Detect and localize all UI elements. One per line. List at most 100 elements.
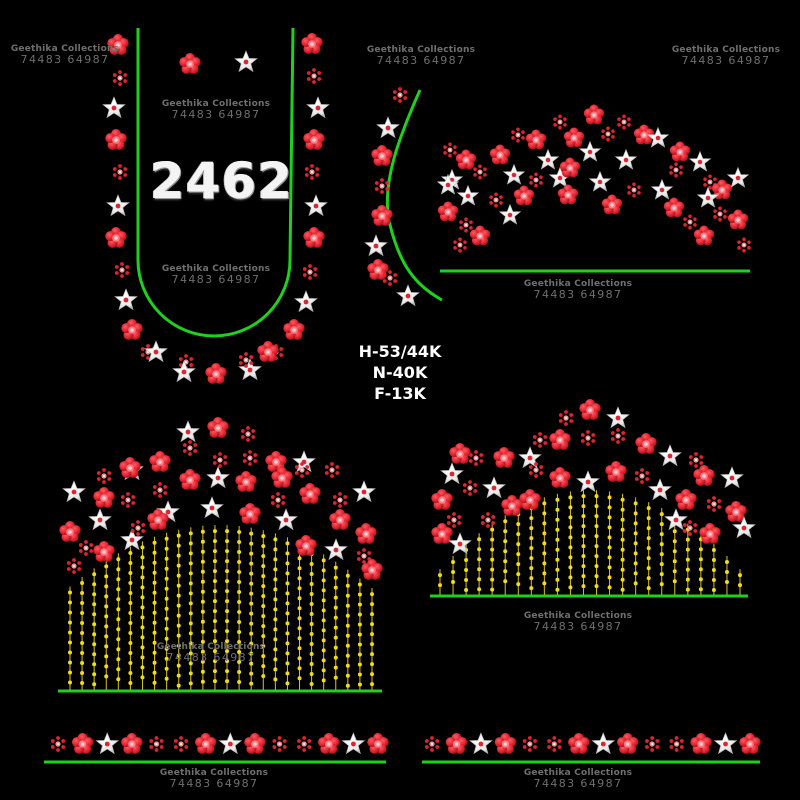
yellow-bead <box>261 554 266 559</box>
yellow-bead <box>646 546 651 551</box>
yellow-bead <box>116 607 121 612</box>
bead-ring-icon <box>96 468 112 484</box>
bead-ring-icon <box>112 164 128 180</box>
yellow-bead <box>176 563 181 568</box>
yellow-bead <box>321 678 326 683</box>
bead-ring-icon <box>120 492 136 508</box>
yellow-bead <box>140 635 145 640</box>
red-flower-icon <box>119 457 141 478</box>
yellow-bead <box>542 541 547 546</box>
bead-ring-icon <box>78 540 94 556</box>
yellow-bead <box>116 677 121 682</box>
yellow-bead <box>104 594 109 599</box>
yellow-bead <box>200 679 205 684</box>
yellow-bead <box>370 622 374 627</box>
yellow-bead <box>309 651 314 656</box>
yellow-bead <box>176 683 181 688</box>
bead-ring-icon <box>149 736 164 752</box>
bead-ring-icon <box>453 237 467 253</box>
yellow-bead <box>633 581 638 586</box>
watermark: Geethika Collections 74483 64987 <box>152 642 270 664</box>
yellow-bead <box>542 551 547 556</box>
yellow-bead <box>237 609 242 614</box>
yellow-bead <box>116 617 121 622</box>
yellow-bead <box>225 619 230 624</box>
yellow-bead <box>140 615 145 620</box>
yellow-bead <box>357 582 362 587</box>
yellow-bead <box>672 529 677 534</box>
bead-ring-icon <box>324 462 340 478</box>
yellow-bead <box>92 582 97 587</box>
yellow-bead <box>345 583 350 588</box>
white-star-icon <box>376 116 400 138</box>
yellow-bead <box>212 639 217 644</box>
yellow-bead <box>659 512 664 517</box>
yellow-bead <box>646 556 651 561</box>
bead-ring-icon <box>627 182 641 198</box>
yellow-bead <box>176 553 181 558</box>
white-star-icon <box>396 284 420 306</box>
yellow-bead <box>249 671 254 676</box>
watermark: Geethika Collections 74483 64987 <box>668 45 784 67</box>
yellow-bead <box>212 559 217 564</box>
yellow-bead <box>261 544 266 549</box>
yellow-bead <box>273 637 278 642</box>
white-star-icon <box>658 444 682 466</box>
yellow-bead <box>646 526 651 531</box>
yellow-bead <box>620 557 625 562</box>
yellow-bead <box>188 591 193 596</box>
yellow-bead <box>104 644 109 649</box>
yellow-bead <box>128 550 133 555</box>
yellow-bead <box>345 643 350 648</box>
yellow-bead <box>140 665 145 670</box>
yellow-bead <box>542 581 547 586</box>
watermark-phone: 74483 64987 <box>533 620 623 634</box>
white-star-icon <box>88 508 112 530</box>
red-flower-icon <box>445 733 468 754</box>
yellow-bead <box>225 539 230 544</box>
yellow-bead <box>200 609 205 614</box>
yellow-bead <box>672 579 677 584</box>
yellow-bead <box>273 677 278 682</box>
yellow-bead <box>555 587 560 592</box>
yellow-bead <box>594 514 599 519</box>
yellow-bead <box>333 595 338 600</box>
red-flower-icon <box>371 205 393 226</box>
yellow-bead <box>225 589 230 594</box>
bead-ring-icon <box>669 736 684 752</box>
yellow-bead <box>152 550 157 555</box>
yellow-bead <box>152 580 157 585</box>
bead-ring-icon <box>332 492 348 508</box>
red-flower-icon <box>549 467 571 488</box>
yellow-bead <box>261 564 266 569</box>
white-star-icon <box>274 508 298 530</box>
yellow-bead <box>516 562 521 567</box>
yellow-bead <box>555 507 560 512</box>
yellow-bead <box>140 545 145 550</box>
yellow-bead <box>490 537 495 542</box>
yellow-bead <box>164 536 169 541</box>
yellow-bead <box>357 642 362 647</box>
yellow-bead <box>333 575 338 580</box>
yellow-bead <box>724 559 729 564</box>
yellow-bead <box>273 567 278 572</box>
yellow-bead <box>594 534 599 539</box>
white-star-icon <box>615 149 637 170</box>
bead-ring-icon <box>528 462 544 478</box>
yellow-bead <box>152 590 157 595</box>
bead-ring-icon <box>511 127 525 143</box>
red-flower-icon <box>105 129 127 150</box>
red-flower-icon <box>194 733 217 754</box>
front-neck-outline <box>136 27 295 338</box>
yellow-bead <box>164 586 169 591</box>
yellow-bead <box>285 671 290 676</box>
red-flower-icon <box>455 149 477 170</box>
yellow-bead <box>333 605 338 610</box>
white-star-icon <box>720 466 744 488</box>
yellow-bead <box>261 614 266 619</box>
yellow-bead <box>490 577 495 582</box>
yellow-bead <box>555 537 560 542</box>
bead-ring-icon <box>617 114 631 130</box>
bead-ring-icon <box>302 264 318 280</box>
yellow-bead <box>620 497 625 502</box>
